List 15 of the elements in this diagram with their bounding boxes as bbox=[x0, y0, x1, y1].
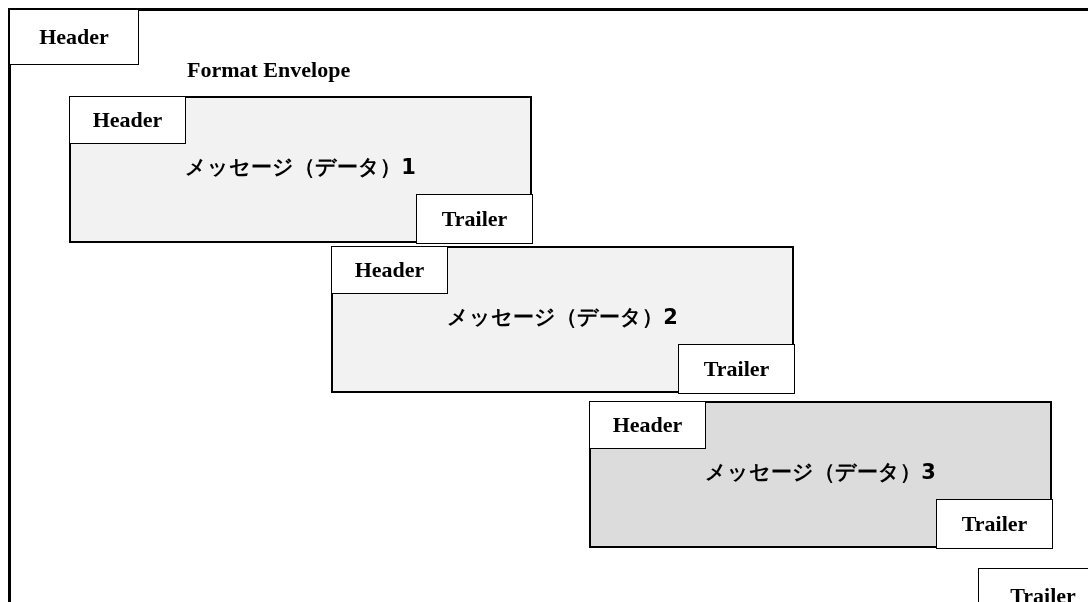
label-box: Trailer bbox=[678, 344, 795, 394]
message-box bbox=[69, 96, 532, 243]
label-box: Header bbox=[69, 96, 186, 144]
message-box bbox=[331, 246, 794, 393]
message-box bbox=[589, 401, 1052, 548]
label-box: Header bbox=[589, 401, 706, 449]
message-label: メッセージ（データ）2 bbox=[446, 304, 679, 331]
envelope-frame bbox=[8, 8, 1088, 602]
message-label: メッセージ（データ）3 bbox=[704, 459, 937, 486]
label-box: Header bbox=[331, 246, 448, 294]
message-label: メッセージ（データ）1 bbox=[184, 154, 417, 181]
label-box: Trailer bbox=[936, 499, 1053, 549]
label-box: Header bbox=[9, 9, 139, 65]
label-box: Trailer bbox=[416, 194, 533, 244]
envelope-title: Format Envelope bbox=[187, 57, 351, 83]
